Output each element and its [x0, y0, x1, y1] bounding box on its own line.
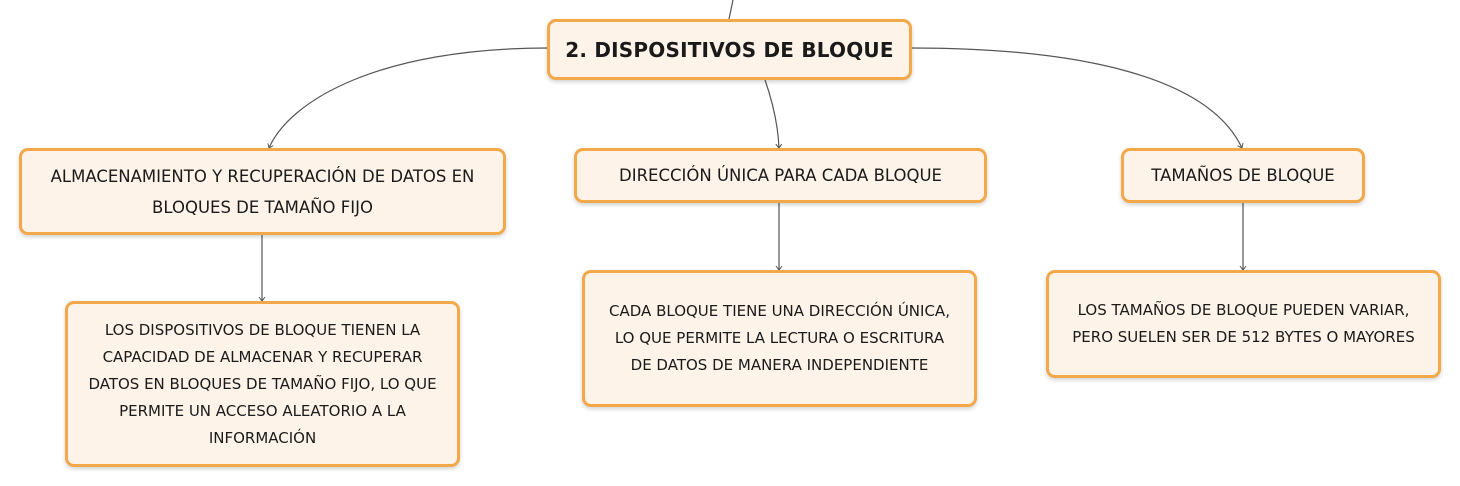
detail-node-address[interactable]: CADA BLOQUE TIENE UNA DIRECCIÓN ÚNICA, L… [582, 270, 977, 407]
branch-node-storage[interactable]: ALMACENAMIENTO Y RECUPERACIÓN DE DATOS E… [19, 148, 506, 235]
connector-root-to-branch-1 [269, 47, 549, 148]
root-node-label: 2. DISPOSITIVOS DE BLOQUE [565, 37, 894, 62]
detail-node-text: CADA BLOQUE TIENE UNA DIRECCIÓN ÚNICA, L… [609, 302, 950, 374]
branch-node-label: DIRECCIÓN ÚNICA PARA CADA BLOQUE [619, 166, 942, 185]
branch-node-label: ALMACENAMIENTO Y RECUPERACIÓN DE DATOS E… [50, 166, 475, 217]
branch-node-address[interactable]: DIRECCIÓN ÚNICA PARA CADA BLOQUE [574, 148, 987, 203]
connector-root-to-branch-2 [764, 79, 779, 148]
detail-node-text: LOS DISPOSITIVOS DE BLOQUE TIENEN LA CAP… [88, 320, 437, 447]
root-node[interactable]: 2. DISPOSITIVOS DE BLOQUE [547, 19, 912, 80]
detail-node-sizes[interactable]: LOS TAMAÑOS DE BLOQUE PUEDEN VARIAR, PER… [1046, 270, 1441, 378]
connector-root-to-branch-3 [910, 47, 1242, 148]
branch-node-sizes[interactable]: TAMAÑOS DE BLOQUE [1121, 148, 1365, 203]
detail-node-storage[interactable]: LOS DISPOSITIVOS DE BLOQUE TIENEN LA CAP… [65, 301, 460, 467]
detail-node-text: LOS TAMAÑOS DE BLOQUE PUEDEN VARIAR, PER… [1072, 301, 1415, 346]
connector-parent-to-root [728, 0, 734, 20]
branch-node-label: TAMAÑOS DE BLOQUE [1151, 166, 1335, 185]
